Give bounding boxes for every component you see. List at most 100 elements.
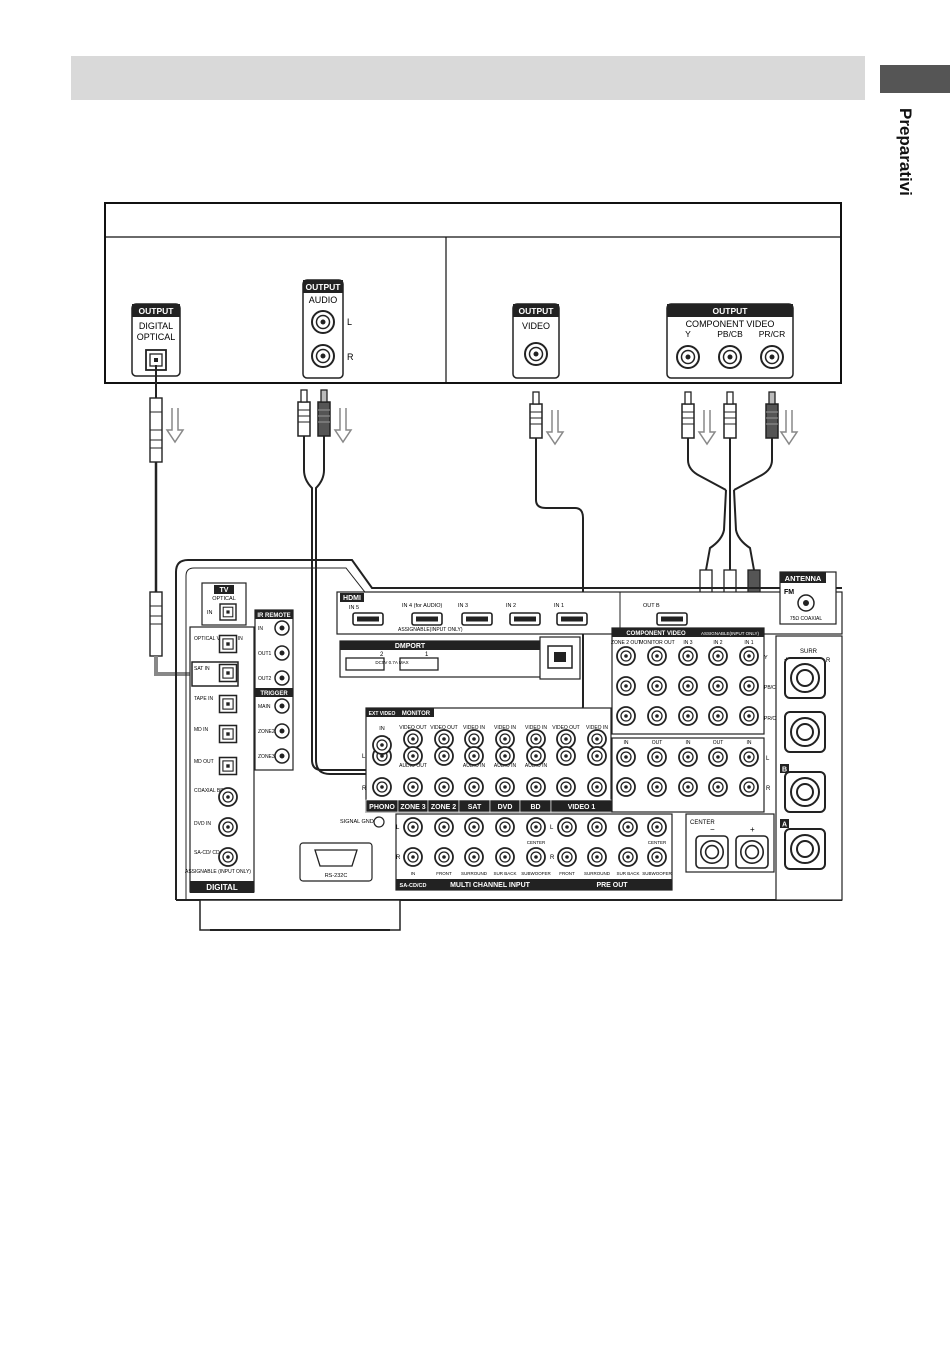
speaker-a-label: A (782, 822, 787, 829)
audio-out-l-jack (311, 310, 335, 334)
component-jack (708, 646, 728, 666)
audio-plug-l-top (297, 389, 311, 437)
component-plug-y-top (681, 391, 695, 439)
coaxial-bd-jack (218, 787, 238, 807)
trigger-label: TRIGGER (260, 691, 288, 697)
mc-front-label: FRONT (436, 871, 452, 876)
tmt-jack (739, 777, 759, 797)
ir-port-out2: OUT2 (258, 676, 272, 682)
av-jack (495, 729, 515, 749)
tmt-jack (678, 747, 698, 767)
multi-channel-jack (434, 817, 454, 837)
av-jack (495, 777, 515, 797)
multi-channel-jack (434, 847, 454, 867)
multi-channel-jack (403, 847, 423, 867)
av-jack (464, 746, 484, 766)
component-jack (647, 676, 667, 696)
po-surround-label: SURROUND (584, 871, 611, 876)
component-assignable: ASSIGNABLE(INPUT ONLY) (701, 631, 760, 636)
trigger-port-zone2: ZONE2 (258, 729, 275, 735)
side-tab-marker (880, 65, 950, 93)
multi-channel-jack (464, 817, 484, 837)
source-device-panel: OUTPUT DIGITAL OPTICAL OUTPUT AUDIO L R … (104, 202, 842, 384)
av-jack (372, 777, 392, 797)
bottom-label: BD (530, 804, 540, 811)
tmt-jack (616, 747, 636, 767)
component-output-title: COMPONENT VIDEO (686, 319, 775, 329)
component-in2-label: IN 2 (713, 640, 722, 646)
multi-channel-jack (526, 847, 546, 867)
digital-input-label: TAPE IN (194, 696, 213, 702)
bottom-label: ZONE 2 (431, 804, 456, 811)
tmt-jack (708, 747, 728, 767)
tv-in-label: IN (207, 610, 213, 616)
tmt-jack (647, 747, 667, 767)
component-output-box-label: OUTPUT (713, 306, 749, 316)
audio-output-box-label: OUTPUT (306, 282, 342, 292)
signal-gnd-label: SIGNAL GND (340, 819, 374, 825)
component-jack (616, 676, 636, 696)
hdmi-assignable: ASSIGNABLE(INPUT ONLY) (398, 627, 463, 633)
optical-sat-jack (218, 663, 238, 683)
av-jack (556, 729, 576, 749)
component-pb-jack (718, 345, 742, 369)
tv-label: TV (220, 587, 229, 594)
video1-video-out-label: VIDEO OUT (552, 725, 580, 731)
video-output-title: VIDEO (522, 321, 550, 331)
dmport-2-label: 2 (380, 652, 384, 658)
antenna-fm-label: FM (784, 589, 794, 596)
trigger-port-zone3: ZONE3 (258, 754, 275, 760)
tmt-jack (739, 747, 759, 767)
component-in3-label: IN 3 (683, 640, 692, 646)
bd-video-in-label: VIDEO IN (525, 725, 547, 731)
tape-r-label: R (766, 786, 771, 792)
monitor-label: MONITOR (402, 711, 431, 717)
dmport-spec: DC5V 0.7A MAX (375, 660, 408, 665)
av-jack (526, 746, 546, 766)
hdmi-in3-port (461, 612, 493, 626)
mc-surback-label: SUR BACK (493, 871, 516, 876)
av-jack (464, 729, 484, 749)
audio-out-l-label: L (347, 317, 352, 327)
mc-in-label: IN (411, 871, 416, 876)
surround-label: SURR (800, 649, 818, 655)
component-jack (708, 676, 728, 696)
digital-input-label: MD OUT (194, 759, 214, 765)
multi-channel-label: MULTI CHANNEL INPUT (450, 882, 531, 889)
multi-channel-jack (403, 817, 423, 837)
component-in1-label: IN 1 (744, 640, 753, 646)
dvd-audio-in-label: AUDIO IN (494, 763, 517, 769)
hdmi-out-b-port (656, 612, 688, 626)
multi-channel-jack (587, 847, 607, 867)
component-video-block: COMPONENT VIDEO ASSIGNABLE(INPUT ONLY) Z… (611, 627, 780, 735)
component-y-row-label: Y (764, 655, 768, 661)
av-jack (587, 729, 607, 749)
rs232c-label: RS-232C (325, 873, 348, 879)
po-r-label: R (550, 855, 555, 861)
speaker-a-terminal (784, 828, 826, 870)
digital-output-line1: DIGITAL (139, 321, 173, 331)
antenna-section: ANTENNA FM 75Ω COAXIAL (779, 571, 837, 625)
dmport-label: DMPORT (395, 643, 426, 650)
multi-channel-pre-out-block: L R IN FRONT SURROUND SUR BACK SUBWOOFER… (395, 813, 673, 891)
surround-speaker-terminal-1 (784, 657, 826, 699)
sat-audio-in-label: AUDIO IN (463, 763, 486, 769)
coaxial-dvd-jack (218, 817, 238, 837)
antenna-coaxial-label: 75Ω COAXIAL (790, 616, 823, 622)
center-speaker-label: CENTER (690, 820, 715, 826)
tmt-jack (708, 777, 728, 797)
av-jack (556, 777, 576, 797)
component-y-label: Y (685, 329, 691, 339)
bottom-label: DVD (498, 804, 513, 811)
ir-remote-trigger-section: IR REMOTE IN OUT1 OUT2 TRIGGER MAIN ZONE… (254, 609, 294, 771)
ir-port-out1: OUT1 (258, 651, 272, 657)
av-jack (403, 777, 423, 797)
tv-optical-section: TV OPTICAL IN (201, 582, 247, 626)
av-jack (434, 777, 454, 797)
tv-md-tape-block: IN OUT IN OUT IN L R (611, 737, 771, 813)
speaker-terminals: SURR + R B A CENTER − + (685, 635, 843, 901)
ext-video-in-label: IN (379, 726, 385, 732)
hdmi-label: HDMI (343, 595, 361, 602)
digital-optical-output: OUTPUT DIGITAL OPTICAL (131, 303, 181, 377)
component-jack (616, 646, 636, 666)
